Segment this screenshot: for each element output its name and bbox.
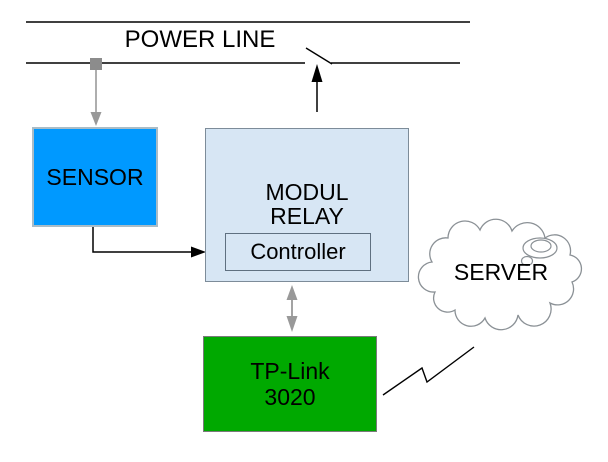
relay-tplink-arrowhead-down xyxy=(286,316,298,332)
cloud-swirl-small xyxy=(520,255,534,267)
switch-blade-icon xyxy=(305,47,333,65)
modul-relay-label-line1: MODUL xyxy=(265,179,349,205)
server-label: SERVER xyxy=(453,259,549,285)
power-line-label: POWER LINE xyxy=(124,26,276,53)
sensor-to-relay-arrowhead xyxy=(191,246,206,258)
server-cloud xyxy=(417,218,583,331)
modul-relay-node xyxy=(205,128,409,282)
cloud-swirl-outer xyxy=(522,237,558,259)
tplink-label-line2: 3020 xyxy=(264,384,316,410)
sensor-node: SENSOR xyxy=(32,127,158,227)
relay-to-powerline-arrowhead xyxy=(311,64,323,82)
controller-label: Controller xyxy=(250,239,346,264)
wireless-zigzag xyxy=(382,346,475,396)
powerline-to-sensor-arrowhead xyxy=(90,112,102,126)
power-tap-square xyxy=(90,58,102,70)
sensor-label: SENSOR xyxy=(46,163,144,190)
tplink-node: TP-Link 3020 xyxy=(203,336,377,432)
relay-tplink-arrowhead-up xyxy=(286,285,298,300)
cloud-swirl-inner xyxy=(530,239,552,253)
tplink-label-line1: TP-Link xyxy=(250,358,330,384)
modul-relay-label-line2: RELAY xyxy=(270,203,344,229)
sensor-to-relay-connector xyxy=(92,227,191,253)
controller-node: Controller xyxy=(225,233,371,271)
